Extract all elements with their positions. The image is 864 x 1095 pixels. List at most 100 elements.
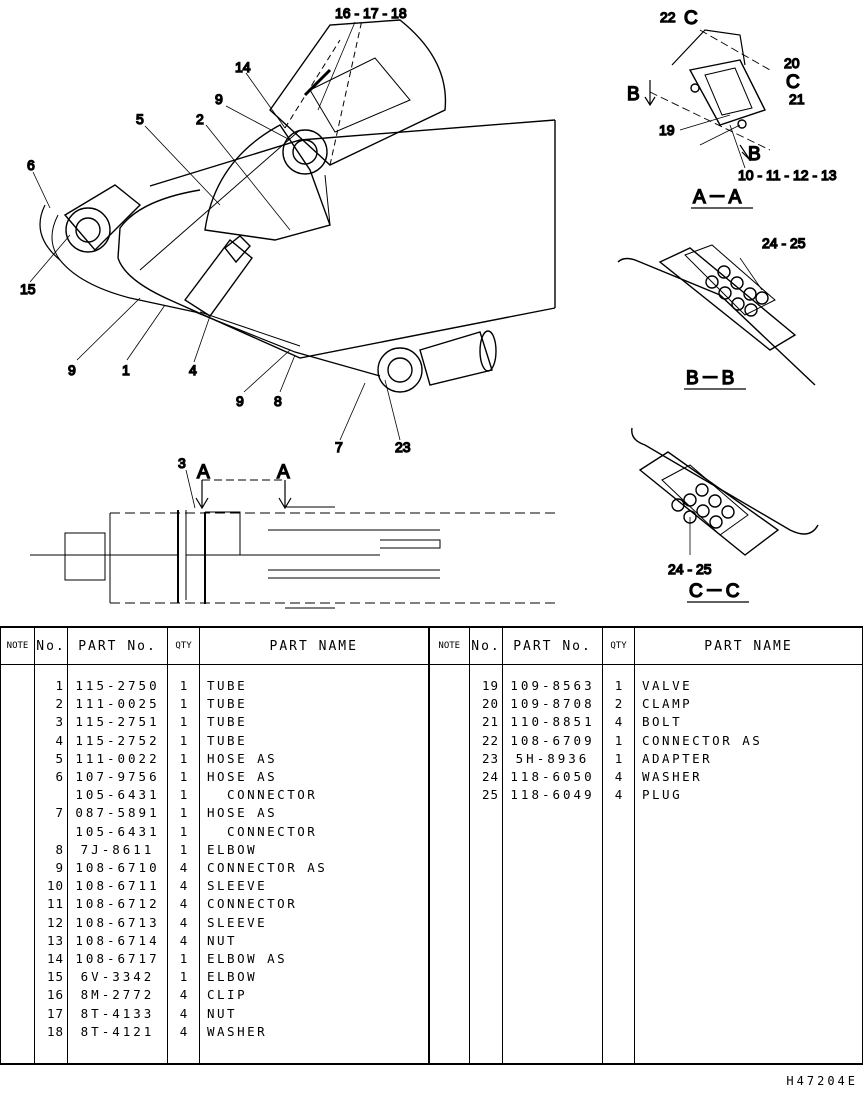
cell-qty: 1 (167, 786, 200, 805)
table-row (0, 1041, 863, 1066)
cell-name: CONNECTOR (199, 786, 429, 805)
cell-empty (0, 895, 35, 914)
cell-empty (502, 859, 603, 878)
cell-name: SLEEVE (199, 877, 429, 896)
view-letter-a-right: A (277, 462, 292, 483)
col-qty: QTY (167, 626, 200, 665)
main-view (29, 19, 556, 441)
cell-empty (602, 913, 635, 932)
cell-empty (502, 913, 603, 932)
cell-empty (427, 731, 470, 750)
cell-name: HOSE AS (199, 749, 429, 769)
cell-no: 22 (469, 731, 503, 750)
cell-empty (427, 913, 470, 932)
parts-list-table: NOTE No. PART No. QTY PART NAME NOTE No.… (0, 626, 863, 1066)
cell-empty (602, 840, 635, 860)
cell-qty: 4 (602, 713, 635, 732)
cell-part-no: 5H-8936 (502, 749, 603, 769)
callout-4: 4 (189, 362, 197, 378)
cell-empty (502, 1022, 603, 1042)
cell-qty: 4 (167, 1022, 200, 1042)
cell-no: 8 (34, 840, 68, 860)
cell-no: 25 (469, 786, 503, 805)
cell-empty (469, 822, 503, 841)
cell-empty (634, 859, 863, 878)
cell-name: WASHER (199, 1022, 429, 1042)
cell-part-no: 111-0025 (67, 695, 168, 714)
cell-empty (469, 895, 503, 914)
cell-empty (427, 877, 470, 896)
cell-name: HOSE AS (199, 768, 429, 787)
callout-21: 21 (789, 91, 805, 107)
cell-empty (634, 840, 863, 860)
cell-empty (427, 859, 470, 878)
cell-empty (427, 1022, 470, 1042)
cell-empty (602, 968, 635, 987)
cell-qty: 1 (167, 950, 200, 969)
cell-empty (469, 1041, 503, 1066)
cell-empty (502, 895, 603, 914)
section-label-cc: C－C (689, 581, 741, 602)
cell-no (34, 822, 68, 841)
col-part-name: PART NAME (634, 626, 863, 665)
cell-empty (0, 950, 35, 969)
cell-empty (634, 804, 863, 823)
drawing-code: H47204E (786, 1074, 858, 1088)
cell-qty: 1 (602, 749, 635, 769)
cell-empty (0, 804, 35, 823)
cell-empty (502, 950, 603, 969)
cell-empty (634, 1004, 863, 1023)
cell-empty (602, 950, 635, 969)
cell-qty: 1 (602, 731, 635, 750)
hydraulic-line-diagram: 16 - 17 - 18 14 9 2 5 6 15 9 1 4 9 8 7 2… (19, 4, 837, 609)
cell-empty (602, 1004, 635, 1023)
cell-empty (0, 1041, 35, 1066)
cell-empty (427, 1041, 470, 1066)
cell-empty (469, 804, 503, 823)
cell-empty (0, 986, 35, 1005)
cell-empty (469, 840, 503, 860)
cell-no: 14 (34, 950, 68, 969)
callout-22: 22 (660, 9, 676, 25)
cell-empty (634, 931, 863, 951)
cell-empty (502, 877, 603, 896)
cell-part-no: 109-8708 (502, 695, 603, 714)
cell-no: 16 (34, 986, 68, 1005)
cell-empty (427, 895, 470, 914)
cell-name: HOSE AS (199, 804, 429, 823)
cell-name: WASHER (634, 768, 863, 787)
cell-name: TUBE (199, 695, 429, 714)
cell-no: 15 (34, 968, 68, 987)
cell-no: 13 (34, 931, 68, 951)
cell-part-no: 118-6050 (502, 768, 603, 787)
cell-empty (427, 931, 470, 951)
callout-15: 15 (20, 281, 36, 297)
cell-empty (427, 840, 470, 860)
view-letter-a-left: A (197, 462, 212, 483)
cell-part-no: 107-9756 (67, 768, 168, 787)
cell-empty (0, 664, 35, 696)
col-part-name: PART NAME (199, 626, 429, 665)
cell-qty: 1 (167, 695, 200, 714)
col-no: No. (34, 626, 68, 665)
cell-empty (634, 895, 863, 914)
cell-empty (67, 1041, 168, 1066)
cell-no: 2 (34, 695, 68, 714)
cell-empty (427, 695, 470, 714)
cell-no: 5 (34, 749, 68, 769)
cell-qty: 4 (167, 986, 200, 1005)
cell-part-no: 8M-2772 (67, 986, 168, 1005)
callout-14: 14 (235, 59, 251, 75)
cell-no: 20 (469, 695, 503, 714)
callout-24-25: 24 - 25 (762, 235, 806, 251)
cell-empty (427, 1004, 470, 1023)
